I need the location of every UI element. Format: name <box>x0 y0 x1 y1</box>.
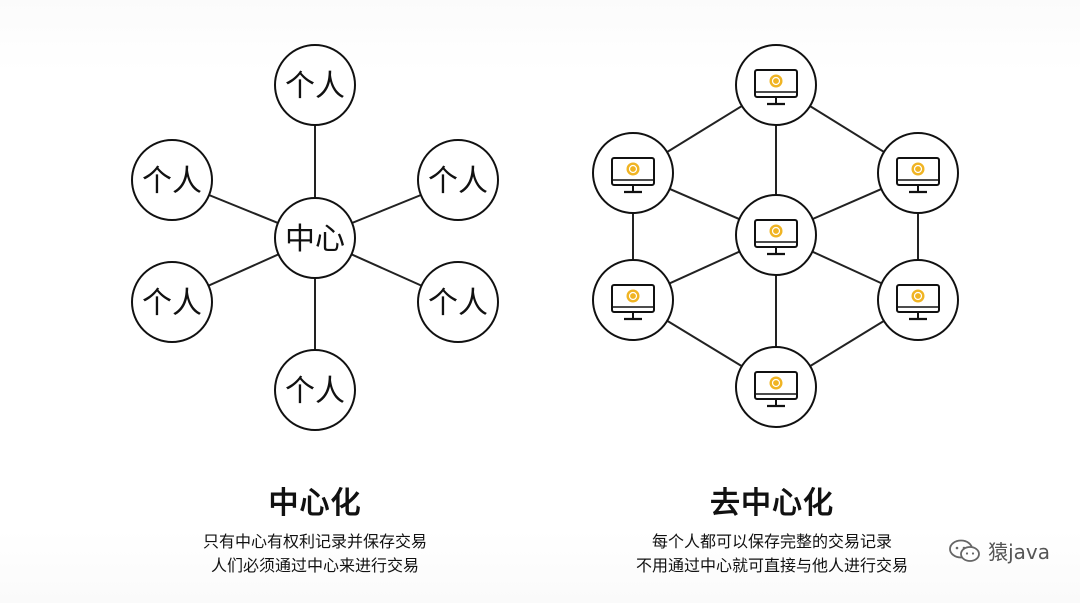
computer-node <box>735 346 817 428</box>
coin-inner <box>913 291 923 301</box>
centralized-desc-line-1: 只有中心有权利记录并保存交易 <box>202 532 427 551</box>
center-node-label: 中心 <box>285 222 345 257</box>
person-node-label: 个人 <box>428 286 488 321</box>
decentralized-desc-line-1: 每个人都可以保存完整的交易记录 <box>651 532 892 551</box>
person-node-label: 个人 <box>428 164 488 199</box>
watermark-text: 猿java <box>988 540 1050 564</box>
centralized-caption: 中心化 只有中心有权利记录并保存交易 人们必须通过中心来进行交易 <box>175 478 455 578</box>
coin-icon <box>769 74 783 88</box>
computer-node <box>735 194 817 276</box>
computer-node <box>592 132 674 214</box>
person-node-label: 个人 <box>142 286 202 321</box>
person-node-circle <box>274 44 356 126</box>
person-node-circle <box>274 349 356 431</box>
computer-node <box>877 259 959 341</box>
monitor-coin-icon <box>754 219 798 256</box>
person-node: 个人 <box>417 139 499 221</box>
person-node: 个人 <box>131 139 213 221</box>
computer-node <box>735 44 817 126</box>
centralized-desc-line-2: 人们必须通过中心来进行交易 <box>210 556 419 575</box>
watermark: 猿java <box>948 536 1050 565</box>
coin-icon <box>911 289 925 303</box>
coin-inner <box>771 76 781 86</box>
person-node-circle <box>131 139 213 221</box>
monitor-coin-icon <box>611 157 655 194</box>
person-node-circle <box>417 261 499 343</box>
coin-inner <box>771 378 781 388</box>
monitor-coin-icon <box>754 69 798 106</box>
coin-inner <box>628 291 638 301</box>
computer-node <box>877 132 959 214</box>
person-node-label: 个人 <box>142 164 202 199</box>
coin-inner <box>628 164 638 174</box>
computer-node <box>592 259 674 341</box>
center-node: 中心 <box>274 197 356 279</box>
coin-icon <box>911 162 925 176</box>
person-node-circle <box>417 139 499 221</box>
decentralized-desc-line-2: 不用通过中心就可直接与他人进行交易 <box>635 556 908 575</box>
monitor-coin-icon <box>611 284 655 321</box>
coin-icon <box>769 376 783 390</box>
monitor-coin-icon <box>754 371 798 408</box>
monitor-coin-icon <box>896 284 940 321</box>
coin-icon <box>626 162 640 176</box>
decentralized-title: 去中心化 <box>710 486 834 521</box>
person-node: 个人 <box>131 261 213 343</box>
person-node: 个人 <box>274 349 356 431</box>
decentralized-caption: 去中心化 每个人都可以保存完整的交易记录 不用通过中心就可直接与他人进行交易 <box>612 478 932 578</box>
monitor-coin-icon <box>896 157 940 194</box>
person-node-label: 个人 <box>285 69 345 104</box>
center-node-circle <box>274 197 356 279</box>
coin-inner <box>771 226 781 236</box>
coin-icon <box>626 289 640 303</box>
person-node: 个人 <box>274 44 356 126</box>
person-node: 个人 <box>417 261 499 343</box>
person-node-circle <box>131 261 213 343</box>
coin-inner <box>913 164 923 174</box>
centralized-title: 中心化 <box>268 486 362 521</box>
wechat-icon <box>949 539 980 562</box>
coin-icon <box>769 224 783 238</box>
person-node-label: 个人 <box>285 374 345 409</box>
